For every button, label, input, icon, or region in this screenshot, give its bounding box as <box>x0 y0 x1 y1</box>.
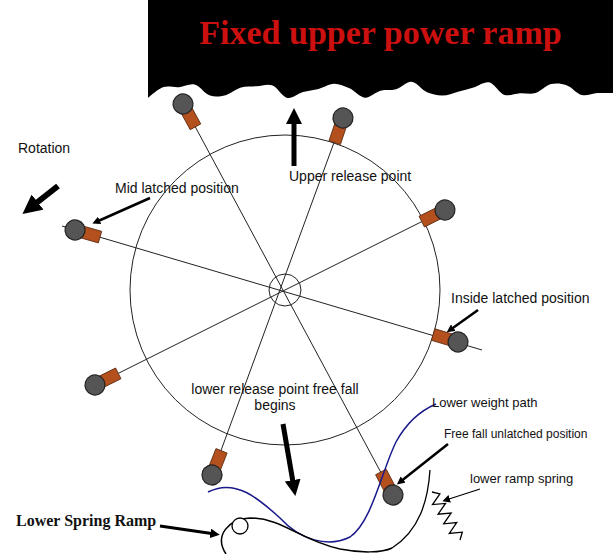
ramp-pivot <box>232 518 248 534</box>
callout-label: Mid latched position <box>115 180 239 196</box>
callout-label: Lower weight path <box>432 396 538 411</box>
weight <box>199 447 231 488</box>
lower-spring-ramp <box>222 518 392 554</box>
lower-weight-path <box>208 404 436 542</box>
weight <box>372 467 406 508</box>
callout-label: lower release point free fall begins <box>190 381 360 413</box>
wheel-spokes <box>62 104 482 495</box>
callout-label: Lower Spring Ramp <box>16 512 156 530</box>
weight <box>82 364 123 398</box>
weight <box>417 197 458 231</box>
callout-label: lower ramp spring <box>470 472 573 487</box>
callout-label: Upper release point <box>289 168 411 184</box>
weights <box>63 90 471 508</box>
callout-label: Free fall unlatched position <box>444 428 587 442</box>
weight <box>325 105 355 146</box>
band-title: Fixed upper power ramp <box>148 0 613 52</box>
weight <box>169 90 204 131</box>
ramp-back <box>392 470 430 548</box>
power-ramp-band: Fixed upper power ramp <box>148 0 613 100</box>
callout-label: Rotation <box>18 140 70 156</box>
callout-label: Inside latched position <box>451 290 590 306</box>
pointer-arrows <box>30 116 480 534</box>
